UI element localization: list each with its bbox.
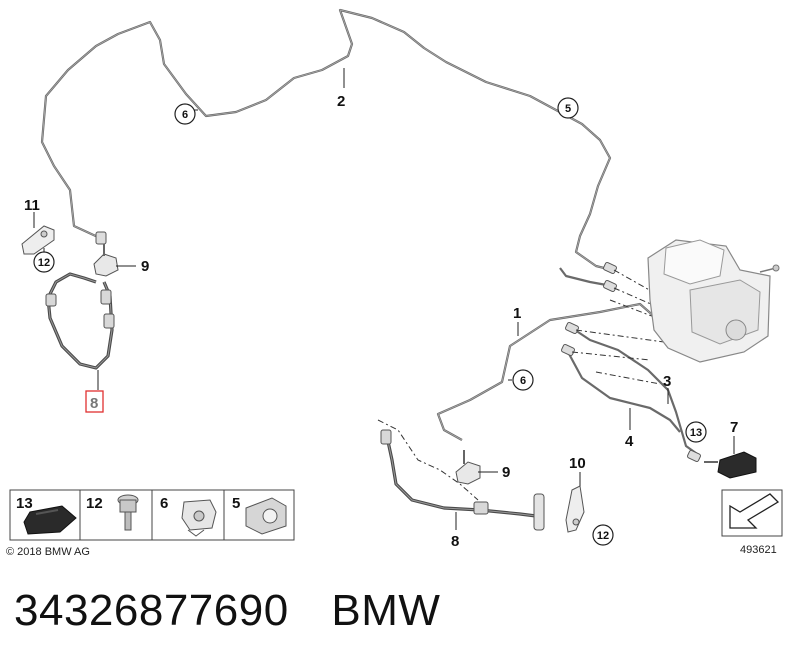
callout-10: 10 — [569, 455, 586, 472]
callout-circle-5: 5 — [557, 97, 579, 119]
svg-text:12: 12 — [38, 257, 50, 269]
callout-circle-6-mid: 6 — [512, 369, 534, 391]
callout-7: 7 — [730, 419, 738, 436]
svg-text:8: 8 — [90, 395, 98, 412]
callout-9-top: 9 — [141, 258, 149, 275]
diagram-id: 493621 — [740, 544, 777, 556]
svg-text:5: 5 — [232, 495, 240, 512]
brake-pipe-3-4 — [567, 327, 701, 457]
callout-2: 2 — [337, 93, 345, 110]
svg-text:12: 12 — [597, 530, 609, 542]
legend-item-13: 13 — [16, 495, 77, 535]
pipe-fitting-left — [95, 231, 107, 245]
hose-leader-dashes — [377, 419, 479, 501]
legend-item-5: 5 — [232, 495, 287, 535]
holder-bracket-top — [93, 244, 119, 277]
svg-text:6: 6 — [182, 109, 188, 121]
copyright-text: © 2018 BMW AG — [6, 546, 90, 558]
grommet-icon — [23, 505, 77, 535]
svg-text:6: 6 — [160, 495, 168, 512]
callout-leaders — [33, 68, 735, 530]
orientation-arrow-box — [721, 489, 783, 537]
sensor-7 — [704, 451, 757, 479]
callout-8-bottom: 8 — [451, 533, 459, 550]
callout-1: 1 — [513, 305, 521, 322]
bolt-icon — [117, 494, 139, 531]
callout-circle-12-right: 12 — [592, 524, 614, 546]
brake-hose-top-left — [45, 272, 115, 370]
svg-text:6: 6 — [520, 375, 526, 387]
svg-text:13: 13 — [16, 495, 33, 512]
callout-11: 11 — [24, 197, 40, 214]
svg-text:13: 13 — [690, 427, 702, 439]
svg-text:12: 12 — [86, 495, 103, 512]
legend-item-12: 12 — [86, 494, 139, 531]
brake-pipe-main — [40, 8, 613, 272]
clip-icon — [181, 499, 217, 537]
circled-callouts: 6 5 6 12 12 13 — [33, 97, 707, 546]
callout-3: 3 — [663, 373, 671, 390]
svg-text:5: 5 — [565, 103, 571, 115]
callout-8-highlighted[interactable]: 8 — [85, 390, 104, 413]
pipe-holder-icon — [245, 497, 287, 535]
brake-pipe-1 — [436, 267, 662, 441]
bracket-11 — [21, 225, 55, 255]
bracket-10 — [565, 485, 585, 533]
part-info: 34326877690 BMW — [14, 586, 440, 650]
callout-4: 4 — [625, 433, 634, 450]
part-number: 34326877690 — [14, 586, 289, 635]
abs-hydraulic-unit — [647, 239, 780, 363]
holder-bracket-bottom — [455, 450, 481, 485]
legend-item-6: 6 — [160, 495, 217, 537]
brake-hose-bottom — [380, 429, 545, 531]
parts-legend: 13 12 6 5 — [9, 489, 295, 541]
direction-arrow-icon — [729, 493, 780, 529]
brand-name: BMW — [331, 586, 441, 635]
callout-circle-6-top: 6 — [174, 103, 196, 125]
callout-9-bottom: 9 — [502, 464, 510, 481]
callout-circle-12-left: 12 — [33, 251, 55, 273]
callout-labels: 2 1 3 4 7 9 9 8 10 11 — [24, 93, 738, 550]
callout-circle-13: 13 — [685, 421, 707, 443]
